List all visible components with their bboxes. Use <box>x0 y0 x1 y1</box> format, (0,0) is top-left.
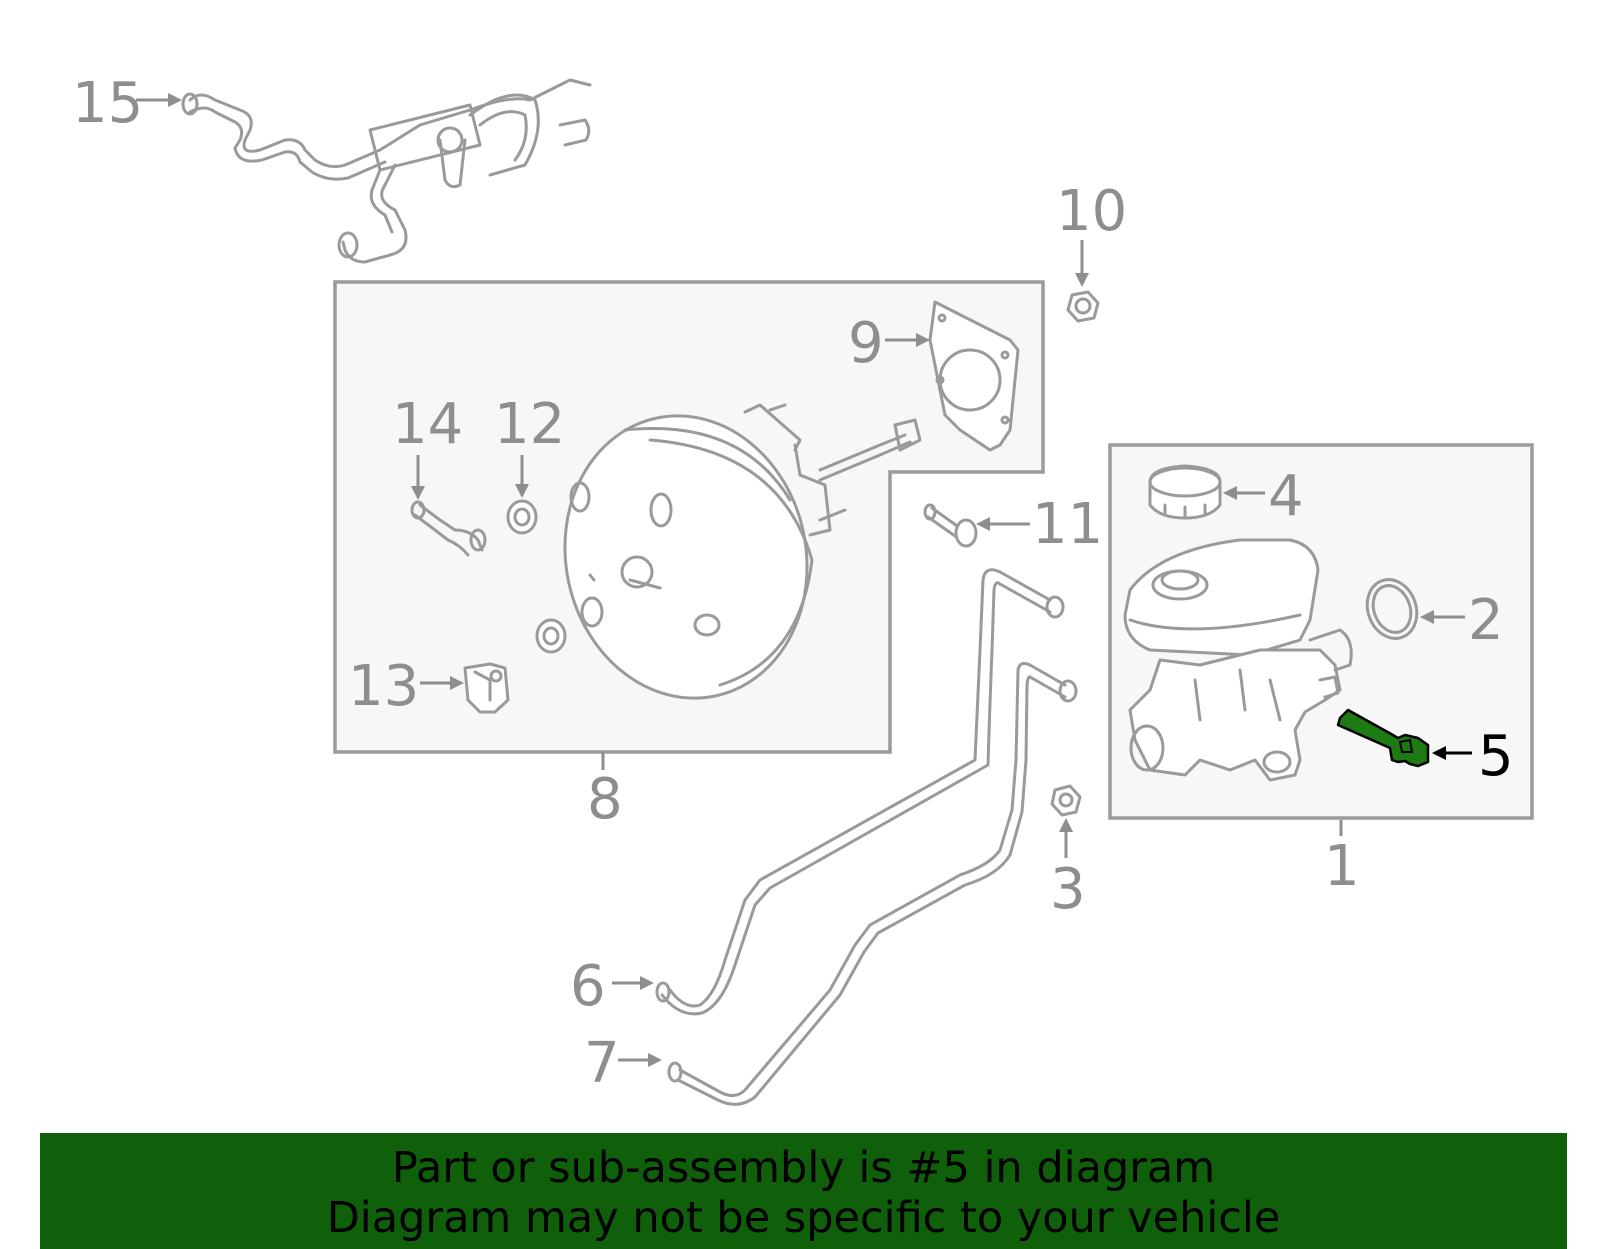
callout-8: 8 <box>587 767 623 832</box>
grommet-12-part <box>506 499 538 535</box>
callout-15: 15 <box>72 71 143 136</box>
reservoir-cap-part <box>1148 464 1222 520</box>
banner-line-2: Diagram may not be specific to your vehi… <box>326 1193 1281 1243</box>
callout-9: 9 <box>848 311 884 376</box>
brake-line-6-part <box>655 568 1065 1016</box>
sensor-13-part <box>463 662 510 714</box>
nut-3-part <box>1050 784 1082 817</box>
callout-2: 2 <box>1468 588 1504 653</box>
o-ring-part <box>1365 578 1419 640</box>
nut-10-part <box>1066 290 1100 323</box>
callout-3: 3 <box>1050 857 1086 922</box>
callout-14: 14 <box>392 392 463 457</box>
callout-5[interactable]: 5 <box>1478 724 1514 789</box>
brake-line-7-part <box>667 661 1078 1106</box>
bolt-11-part <box>923 503 978 548</box>
callout-11: 11 <box>1032 492 1103 557</box>
master-cylinder-part <box>1123 538 1353 782</box>
vacuum-hose-part <box>181 78 592 264</box>
fitting-14-part <box>410 500 487 557</box>
callout-7: 7 <box>584 1031 620 1096</box>
callout-6: 6 <box>570 954 606 1019</box>
brake-booster-part <box>535 403 922 700</box>
info-banner: Part or sub-assembly is #5 in diagram Di… <box>40 1133 1567 1249</box>
banner-line-1: Part or sub-assembly is #5 in diagram <box>391 1143 1216 1193</box>
gasket-part <box>928 300 1020 452</box>
callout-10: 10 <box>1056 179 1127 244</box>
callout-12: 12 <box>494 392 565 457</box>
callout-13: 13 <box>348 654 419 719</box>
highlighted-part-5[interactable] <box>1336 708 1430 768</box>
callout-4: 4 <box>1268 464 1304 529</box>
callout-1: 1 <box>1324 834 1360 899</box>
